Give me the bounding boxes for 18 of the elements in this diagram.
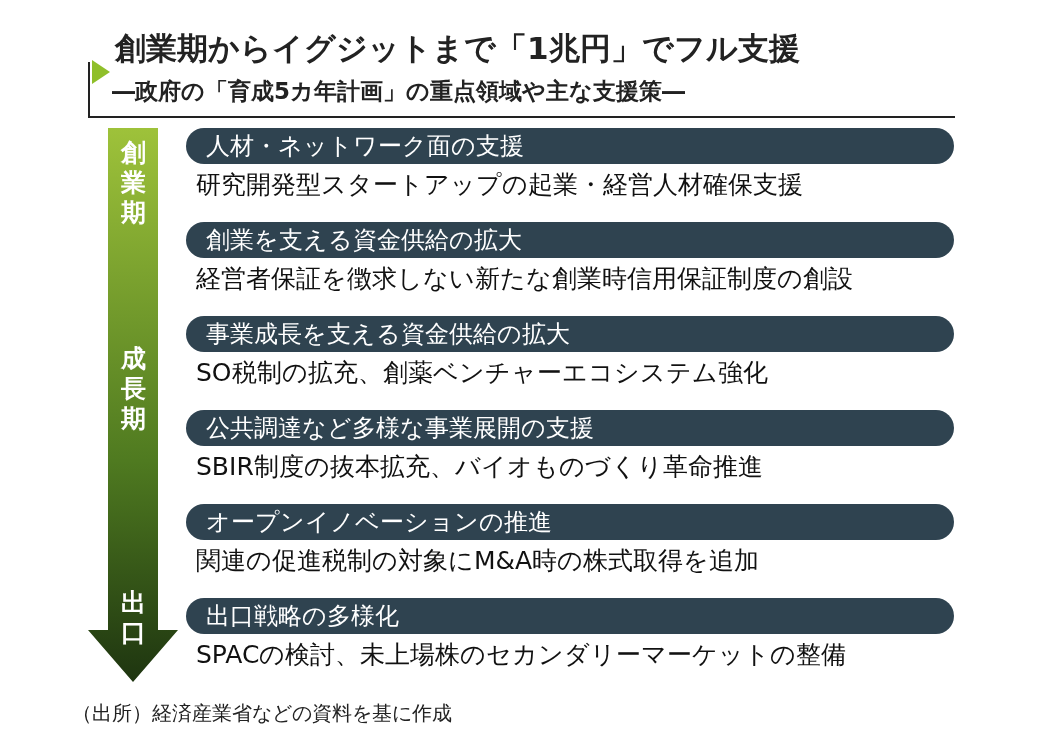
title: 創業期からイグジットまで「1兆円」でフル支援 [115, 29, 800, 68]
description-text: SPACの検討、未上場株のセカンダリーマーケットの整備 [196, 639, 847, 671]
description-text: 経営者保証を徴求しない新たな創業時信用保証制度の創設 [196, 263, 853, 295]
phase-label: 成長期 [119, 344, 147, 434]
description-text: SBIR制度の抜本拡充、バイオものづくり革命推進 [196, 451, 763, 483]
heading-bar: 創業を支える資金供給の拡大 [186, 222, 954, 258]
description-text: 研究開発型スタートアップの起業・経営人材確保支援 [196, 169, 803, 201]
heading-bar: オープンイノベーションの推進 [186, 504, 954, 540]
heading-bar: 出口戦略の多様化 [186, 598, 954, 634]
source-note: （出所）経済産業省などの資料を基に作成 [72, 700, 452, 727]
subtitle: ―政府の「育成5カ年計画」の重点領域や主な支援策― [112, 77, 685, 106]
phase-label: 出口 [119, 588, 147, 648]
heading-bar: 事業成長を支える資金供給の拡大 [186, 316, 954, 352]
description-text: 関連の促進税制の対象にM&A時の株式取得を追加 [196, 545, 760, 577]
description-text: SO税制の拡充、創薬ベンチャーエコシステム強化 [196, 357, 768, 389]
phase-label: 創業期 [119, 138, 147, 228]
heading-bar: 人材・ネットワーク面の支援 [186, 128, 954, 164]
heading-bar: 公共調達など多様な事業展開の支援 [186, 410, 954, 446]
